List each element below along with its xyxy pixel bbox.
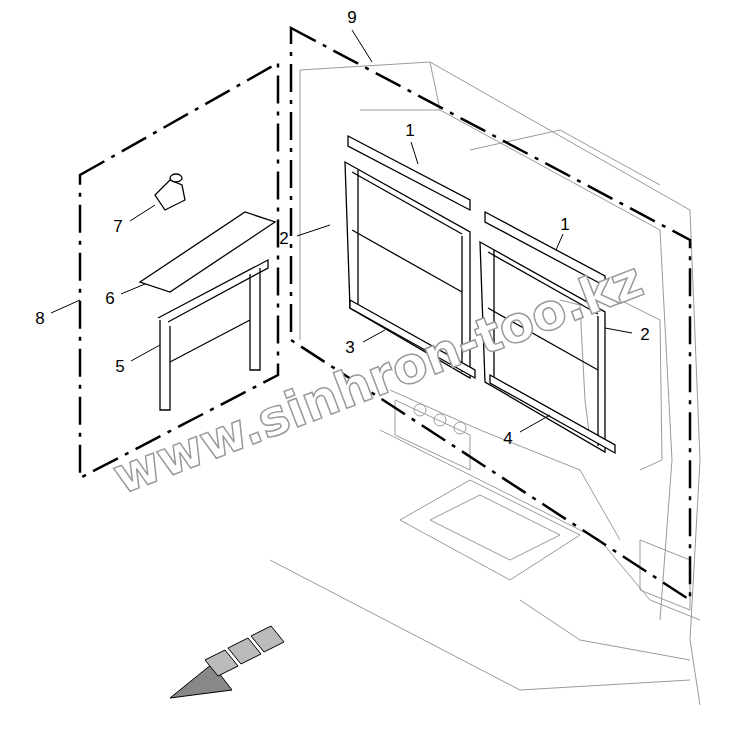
callout-number: 1 bbox=[560, 216, 569, 233]
direction-arrow bbox=[170, 626, 284, 698]
callout-number: 1 bbox=[405, 122, 414, 139]
callout-number: 4 bbox=[503, 430, 512, 447]
callout-number: 5 bbox=[115, 358, 124, 375]
callout-number: 6 bbox=[105, 290, 114, 307]
callout-number: 2 bbox=[279, 230, 288, 247]
callout-number: 3 bbox=[345, 339, 354, 356]
view-boundary bbox=[80, 28, 690, 600]
callout-number: 2 bbox=[640, 326, 649, 343]
callout-number: 7 bbox=[113, 218, 122, 235]
callout-number: 8 bbox=[35, 310, 44, 327]
callout-number: 9 bbox=[347, 9, 356, 26]
